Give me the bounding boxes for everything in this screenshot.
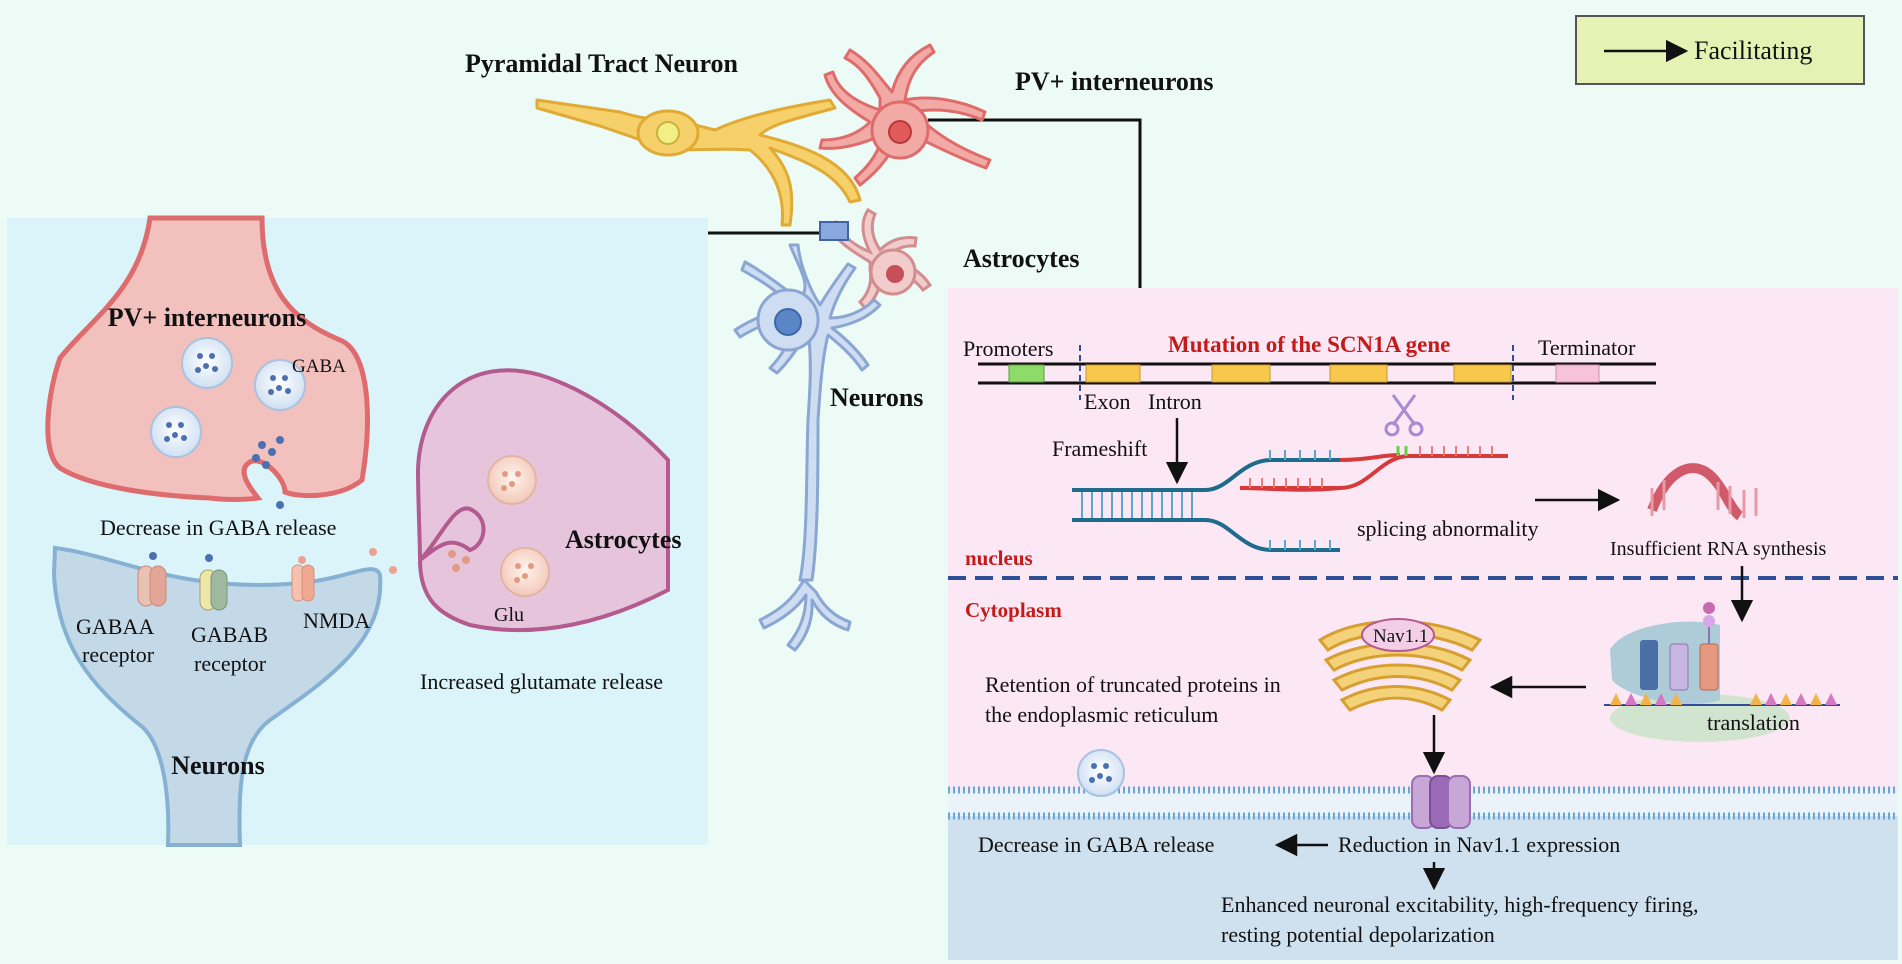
reduction-nav-label: Reduction in Nav1.1 expression (1338, 832, 1620, 857)
astrocytes-top-label: Astrocytes (963, 244, 1079, 273)
cell-cluster: Pyramidal Tract Neuron PV+ interneurons … (465, 43, 1214, 652)
pyramidal-nucleus (656, 121, 680, 145)
gabab-label-line1: GABAB (191, 622, 268, 647)
pv-interneurons-label: PV+ interneurons (108, 303, 307, 332)
neurons-label: Neurons (171, 751, 264, 780)
nav11-er-label: Nav1.1 (1373, 626, 1428, 647)
nav11-protein-badge (1361, 618, 1435, 652)
cytoplasm-label: Cytoplasm (965, 598, 1062, 622)
translation-label: translation (1707, 710, 1800, 735)
nmda-receptor (291, 564, 315, 602)
nmda-label: NMDA (303, 608, 370, 633)
retention-label-line2: the endoplasmic reticulum (985, 702, 1218, 727)
increased-glutamate-label: Increased glutamate release (420, 669, 663, 694)
pv-interneuron (818, 43, 992, 187)
exon-label: Exon (1084, 389, 1130, 414)
astrocyte-terminal (415, 368, 670, 633)
pv-nucleus (888, 120, 912, 144)
neurons-top-label: Neurons (830, 383, 923, 412)
insufficient-rna-label: Insufficient RNA synthesis (1610, 538, 1827, 560)
terminator-label: Terminator (1538, 335, 1636, 360)
splicing-abnormality-label: splicing abnormality (1357, 516, 1538, 541)
synapse-panel: PV+ interneurons GABA Decrease in GABA r… (7, 215, 708, 847)
enhanced-excitability-line1: Enhanced neuronal excitability, high-fre… (1221, 892, 1699, 917)
frameshift-label: Frameshift (1052, 436, 1147, 461)
glutamate-release-dots (298, 548, 397, 574)
pyramidal-tract-neuron-label: Pyramidal Tract Neuron (465, 49, 739, 78)
postsynaptic-neuron (51, 545, 383, 847)
decrease-gaba-release-label: Decrease in GABA release (100, 515, 336, 540)
mutation-title: Mutation of the SCN1A gene (1168, 332, 1450, 357)
gaba-vesicle (254, 359, 306, 411)
exon-block (1453, 364, 1512, 383)
pyramidal-neuron (535, 98, 862, 227)
terminator-block (1555, 364, 1600, 383)
intron-label: Intron (1148, 389, 1202, 414)
gabab-label-line2: receptor (194, 651, 267, 676)
endoplasmic-reticulum-icon (1317, 619, 1483, 712)
gaba-vesicle (150, 406, 202, 458)
exon-block (1211, 364, 1271, 383)
glutamate-vesicle (487, 455, 537, 505)
exon-block (1085, 364, 1141, 383)
gabaa-label-line1: GABAA (76, 614, 154, 639)
rna-strand (1240, 446, 1508, 490)
exon-block (1329, 364, 1388, 383)
gabaa-receptor (137, 565, 167, 607)
gaba-label: GABA (292, 356, 346, 377)
glu-release-dots (448, 550, 470, 572)
retention-label-line1: Retention of truncated proteins in (985, 672, 1281, 697)
ribosome-icon (1604, 602, 1840, 742)
promoter-block (1008, 364, 1045, 383)
legend: Facilitating (1575, 15, 1865, 85)
glutamate-vesicle (500, 547, 550, 597)
enhanced-excitability-line2: resting potential depolarization (1221, 922, 1495, 947)
gabab-receptor (199, 569, 228, 611)
astrocyte-nucleus (886, 265, 904, 283)
gaba-vesicle-membrane (1077, 749, 1125, 797)
rna-fragment-icon (1647, 463, 1758, 521)
promoters-label: Promoters (963, 336, 1053, 361)
decrease-gaba-membrane-label: Decrease in GABA release (978, 832, 1214, 857)
scissors-icon (1384, 394, 1424, 437)
glu-label: Glu (494, 604, 524, 626)
gaba-release-dots (149, 436, 284, 562)
gabaa-label-line2: receptor (82, 642, 155, 667)
neuron-cell (733, 243, 882, 652)
astrocytes-panel-label: Astrocytes (565, 525, 681, 554)
gaba-vesicle (181, 337, 233, 389)
nav11-channel-icon (1411, 775, 1471, 829)
neuron-nucleus (774, 308, 802, 336)
gene-panel: Promoters Mutation of the SCN1A gene Ter… (948, 288, 1898, 960)
nucleus-label: nucleus (965, 546, 1033, 570)
synapse-zoom-box (819, 221, 849, 241)
connector-lines (708, 118, 1142, 288)
pv-interneurons-top-label: PV+ interneurons (1015, 67, 1214, 96)
dna-rungs (1081, 450, 1331, 550)
facilitating-label: Facilitating (1694, 36, 1812, 65)
